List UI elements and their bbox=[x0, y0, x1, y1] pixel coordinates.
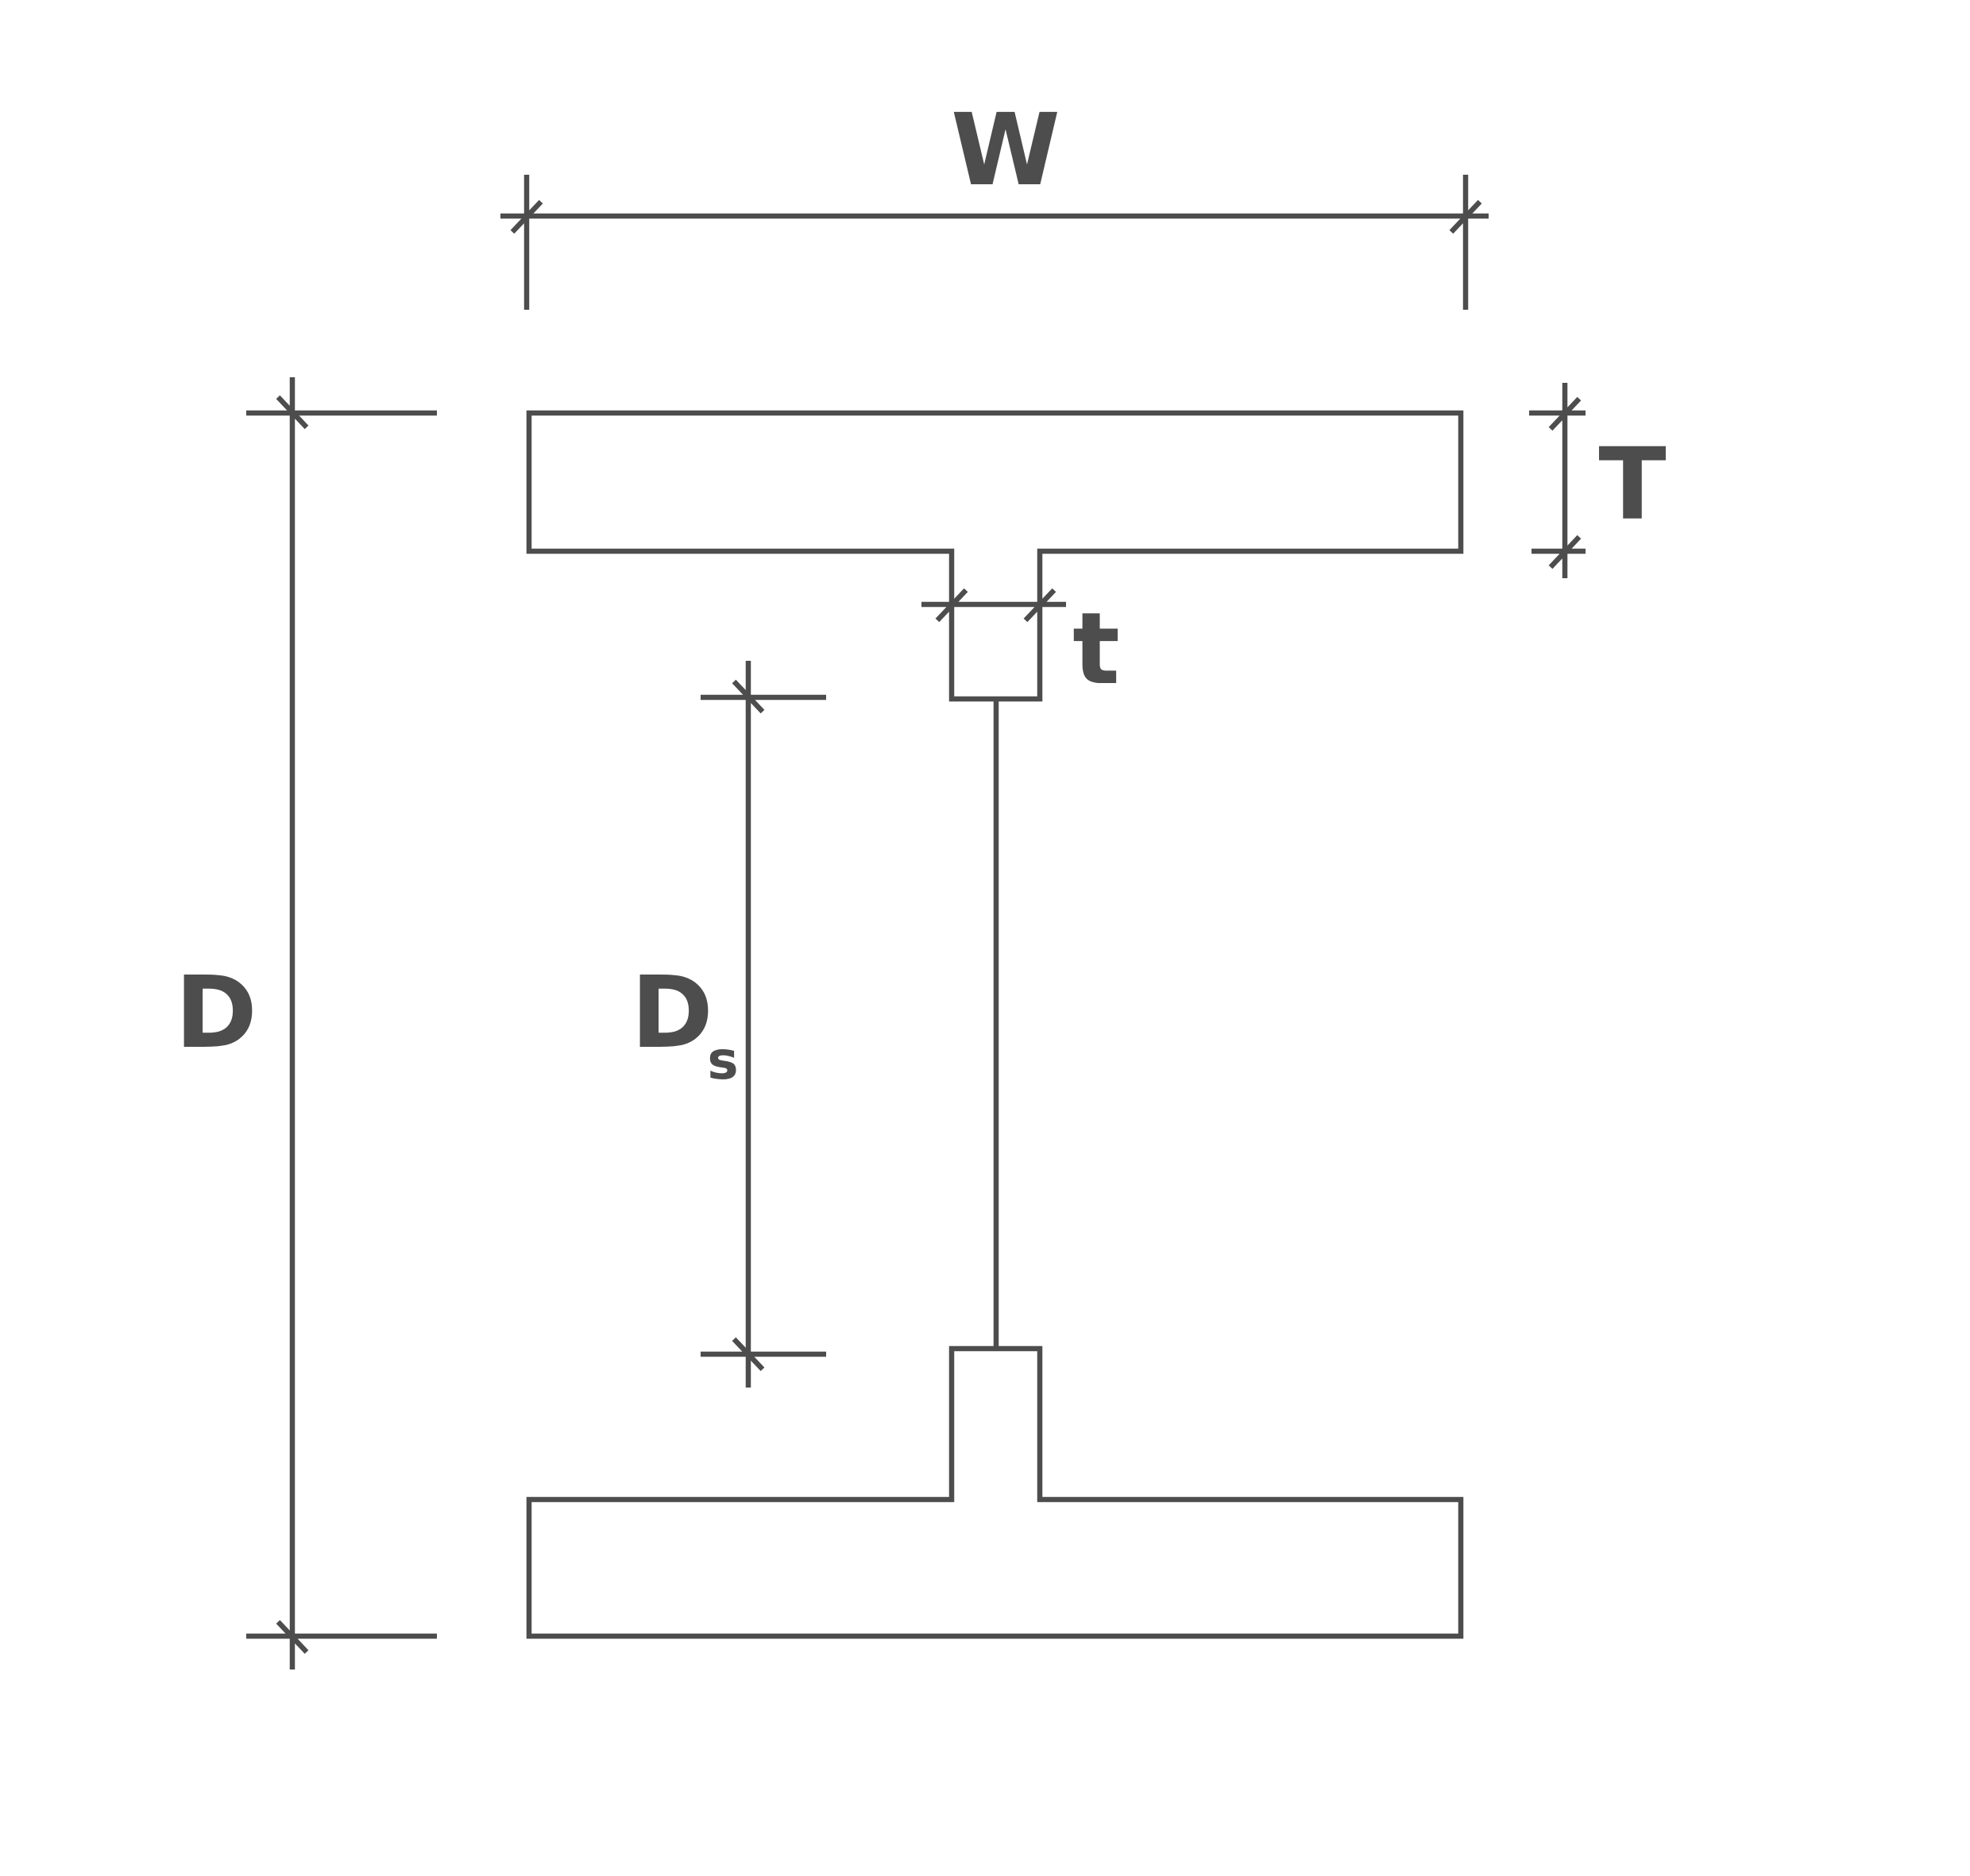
flange-thickness-tick-bottom bbox=[1548, 535, 1582, 569]
depth-tick-bottom bbox=[276, 1619, 309, 1654]
web-thickness-dimension: t bbox=[921, 588, 1120, 707]
width-label: W bbox=[951, 93, 1060, 208]
web-depth-dimension: D s bbox=[631, 661, 826, 1388]
depth-label: D bbox=[175, 955, 257, 1071]
depth-tick-top bbox=[276, 395, 309, 430]
width-dimension: W bbox=[500, 93, 1489, 310]
width-tick-right bbox=[1449, 199, 1482, 234]
web-thickness-tick-right bbox=[1023, 588, 1056, 623]
web-depth-tick-top bbox=[732, 679, 765, 714]
flange-thickness-label: T bbox=[1598, 427, 1666, 542]
web-depth-label: D bbox=[631, 955, 713, 1071]
web-depth-label-subscript: s bbox=[707, 1030, 738, 1091]
web-thickness-label: t bbox=[1072, 592, 1120, 707]
i-beam-outline bbox=[526, 410, 1464, 1639]
web-thickness-tick-left bbox=[935, 588, 968, 623]
depth-dimension: D bbox=[175, 377, 437, 1669]
web-depth-tick-bottom bbox=[732, 1337, 765, 1372]
width-tick-left bbox=[510, 199, 543, 234]
flange-thickness-tick-top bbox=[1548, 396, 1582, 431]
flange-thickness-dimension: T bbox=[1529, 383, 1667, 578]
